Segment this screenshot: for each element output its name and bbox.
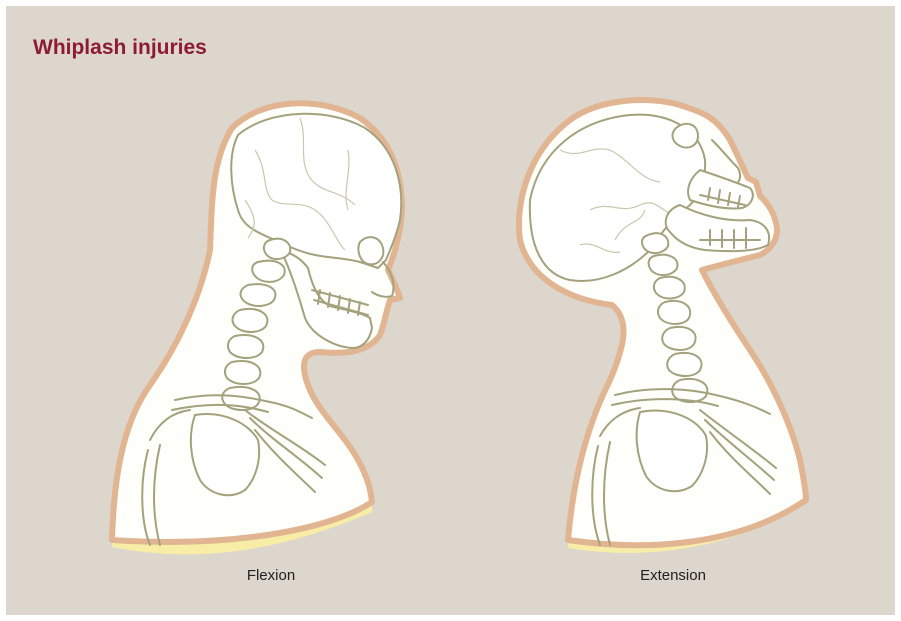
extension-label: Extension xyxy=(573,567,773,584)
flexion-label: Flexion xyxy=(171,567,371,584)
extension-orbit xyxy=(673,124,698,148)
